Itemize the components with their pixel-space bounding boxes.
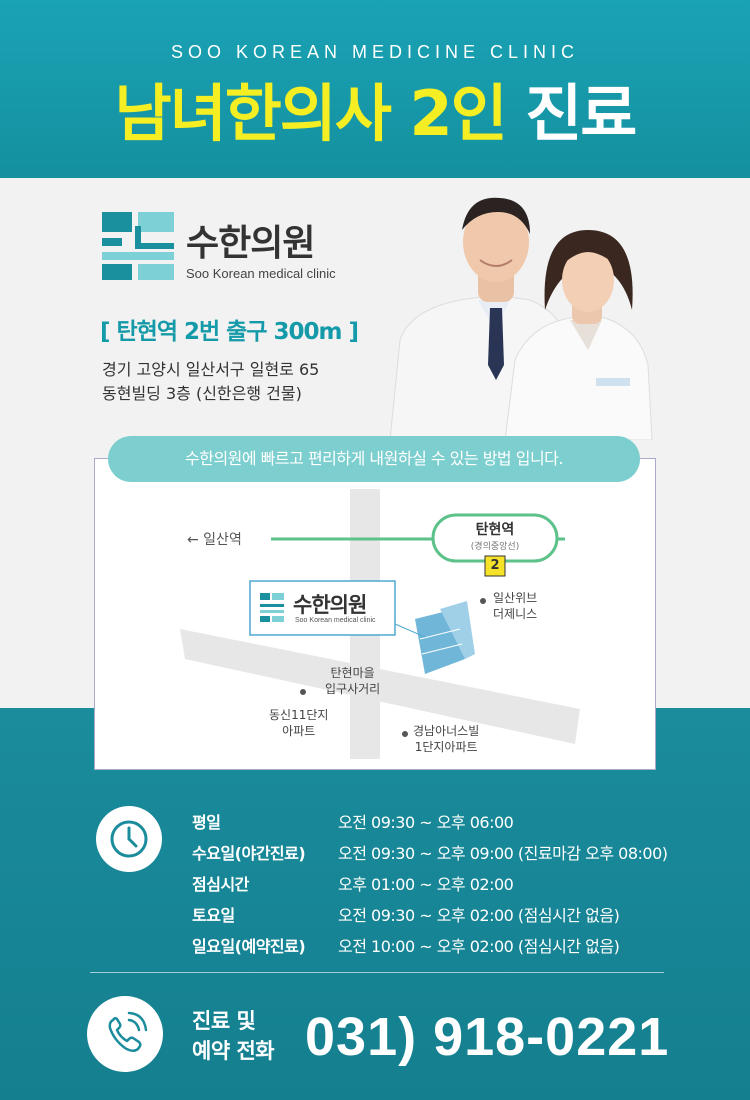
location-map: ← 일산역 탄현역 (경의중앙선) 2 수한의원 Soo Korean medi…	[94, 458, 656, 770]
hours-row: 토요일 오전 09:30 ~ 오후 02:00 (점심시간 없음)	[192, 898, 668, 929]
hours-value: 오전 10:00 ~ 오후 02:00 (점심시간 없음)	[338, 936, 620, 956]
map-landmark-text: 1단지아파트	[414, 740, 478, 754]
opening-hours: 평일 오전 09:30 ~ 오후 06:00 수요일(야간진료) 오전 09:3…	[192, 805, 668, 960]
hours-label: 수요일(야간진료)	[192, 843, 306, 863]
header-banner: SOO KOREAN MEDICINE CLINIC 남녀한의사 2인 진료	[0, 0, 750, 178]
map-ilsan-station: ← 일산역	[187, 532, 242, 548]
directions-banner: 수한의원에 빠르고 편리하게 내원하실 수 있는 방법 입니다.	[108, 436, 640, 482]
map-leader-line	[394, 623, 426, 638]
phone-label-line-1: 진료 및	[192, 1009, 256, 1033]
map-exit-number: 2	[490, 558, 500, 573]
hours-row: 평일 오전 09:30 ~ 오후 06:00	[192, 805, 668, 836]
hours-value: 오전 09:30 ~ 오후 06:00	[338, 812, 514, 832]
clinic-english-title: SOO KOREAN MEDICINE CLINIC	[170, 42, 580, 62]
map-landmark-text: 더제니스	[493, 607, 538, 621]
map-clinic-name: 수한의원	[293, 593, 367, 617]
hours-value: 오후 01:00 ~ 오후 02:00	[338, 874, 514, 894]
map-drawing	[180, 489, 580, 759]
map-landmark-ilsan-wib: 일산위브 더제니스	[493, 590, 537, 622]
hours-label: 토요일	[192, 905, 235, 925]
map-landmark-text: 일산위브	[493, 591, 538, 605]
phone-label: 진료 및 예약 전화	[192, 1006, 275, 1066]
female-doctor-figure	[504, 230, 653, 440]
address-line-2: 동현빌딩 3층 (신한은행 건물)	[102, 384, 302, 403]
clock-icon	[110, 820, 148, 858]
hours-label: 일요일(예약진료)	[192, 936, 306, 956]
map-landmark-text: 아파트	[282, 724, 316, 738]
headline: 남녀한의사 2인 진료	[0, 74, 750, 154]
clinic-name-english: Soo Korean medical clinic	[186, 266, 336, 281]
clinic-address: 경기 고양시 일산서구 일현로 65 동현빌딩 3층 (신한은행 건물)	[102, 358, 319, 406]
phone-number[interactable]: 031) 918-0221	[305, 1007, 670, 1067]
map-landmark-dot	[480, 598, 486, 604]
hours-label: 평일	[192, 812, 221, 832]
map-landmark-dot	[300, 689, 306, 695]
map-landmark-dongsin: 동신11단지 아파트	[269, 707, 328, 739]
phone-label-line-2: 예약 전화	[192, 1039, 275, 1063]
map-clinic-logo-icon	[260, 593, 284, 622]
clock-icon-badge	[96, 806, 162, 872]
section-divider	[90, 972, 664, 973]
map-landmark-text: 경남아너스빌	[413, 724, 480, 738]
doctors-photo	[390, 197, 653, 440]
map-landmark-dot	[402, 731, 408, 737]
hours-label: 점심시간	[192, 874, 249, 894]
station-info: [ 탄현역 2번 출구 300m ]	[100, 319, 359, 345]
map-landmark-text: 탄현마을	[330, 666, 375, 680]
map-tanhyeon-line: (경의중앙선)	[470, 542, 520, 552]
hours-row: 수요일(야간진료) 오전 09:30 ~ 오후 09:00 (진료마감 오후 0…	[192, 836, 668, 867]
hours-row: 일요일(예약진료) 오전 10:00 ~ 오후 02:00 (점심시간 없음)	[192, 929, 668, 960]
map-landmark-gyeongnam: 경남아너스빌 1단지아파트	[413, 723, 479, 755]
phone-icon-badge[interactable]	[87, 996, 163, 1072]
building-icon	[415, 601, 475, 674]
map-clinic-label-box	[249, 580, 396, 636]
map-landmark-text: 입구사거리	[325, 682, 381, 696]
hours-value: 오전 09:30 ~ 오후 09:00 (진료마감 오후 08:00)	[338, 843, 668, 863]
clinic-logo-icon	[102, 212, 174, 280]
hours-value: 오전 09:30 ~ 오후 02:00 (점심시간 없음)	[338, 905, 620, 925]
map-landmark-text: 동신11단지	[269, 708, 329, 722]
map-road-diagonal	[180, 629, 580, 744]
map-landmark-tanhyeon-village: 탄현마을 입구사거리	[325, 665, 380, 697]
hours-row: 점심시간 오후 01:00 ~ 오후 02:00	[192, 867, 668, 898]
headline-highlight: 남녀한의사 2인	[114, 77, 508, 150]
headline-rest: 진료	[525, 77, 637, 150]
address-line-1: 경기 고양시 일산서구 일현로 65	[102, 360, 320, 379]
clinic-name: 수한의원	[186, 223, 315, 264]
map-exit-marker	[484, 555, 506, 577]
map-tanhyeon-station: 탄현역	[475, 522, 515, 538]
phone-icon	[108, 1011, 148, 1052]
map-clinic-name-english: Soo Korean medical clinic	[295, 617, 376, 624]
